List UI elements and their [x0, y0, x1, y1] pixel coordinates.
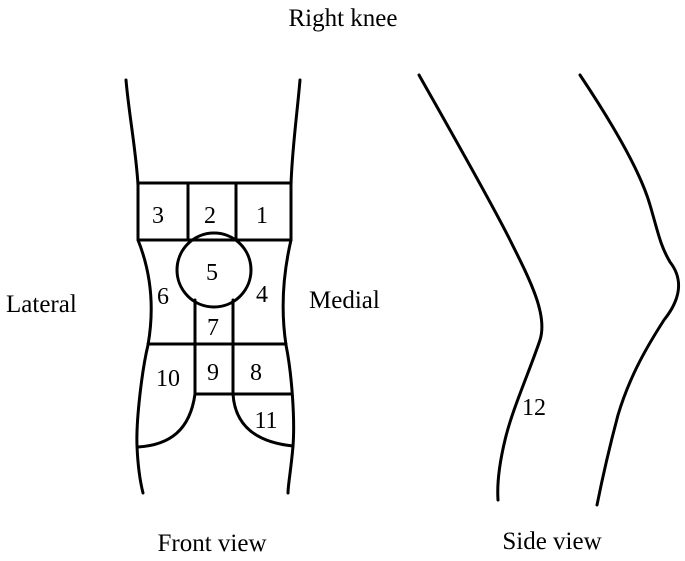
- front-view-label: Front view: [157, 530, 266, 556]
- region-12-label: 12: [522, 395, 546, 421]
- region-1-label: 1: [256, 203, 268, 229]
- region-2-label: 2: [204, 203, 216, 229]
- region-3-label: 3: [152, 203, 164, 229]
- lateral-label: Lateral: [6, 291, 77, 318]
- side-view-outline: [417, 73, 681, 507]
- side-front-contour: [578, 73, 681, 507]
- region-7-label: 7: [207, 315, 219, 341]
- region-4-label: 4: [256, 282, 268, 308]
- side-view-label: Side view: [502, 528, 601, 555]
- region-11-curve: [231, 392, 295, 448]
- diagram-title: Right knee: [288, 5, 397, 32]
- side-back-contour: [417, 73, 544, 502]
- region-10-curve: [136, 392, 197, 449]
- region-11-label: 11: [254, 408, 277, 434]
- region-9-label: 9: [207, 360, 219, 386]
- region-10-label: 10: [156, 366, 180, 392]
- medial-label: Medial: [309, 287, 380, 314]
- region-8-label: 8: [250, 360, 262, 386]
- region-6-label: 6: [157, 284, 169, 310]
- front-view-outline: [124, 78, 302, 495]
- front-left-contour: [124, 78, 153, 495]
- patella-circle: [175, 231, 253, 309]
- region-5-label: 5: [206, 260, 218, 286]
- front-view-regions: [136, 181, 295, 449]
- front-right-contour: [281, 78, 302, 495]
